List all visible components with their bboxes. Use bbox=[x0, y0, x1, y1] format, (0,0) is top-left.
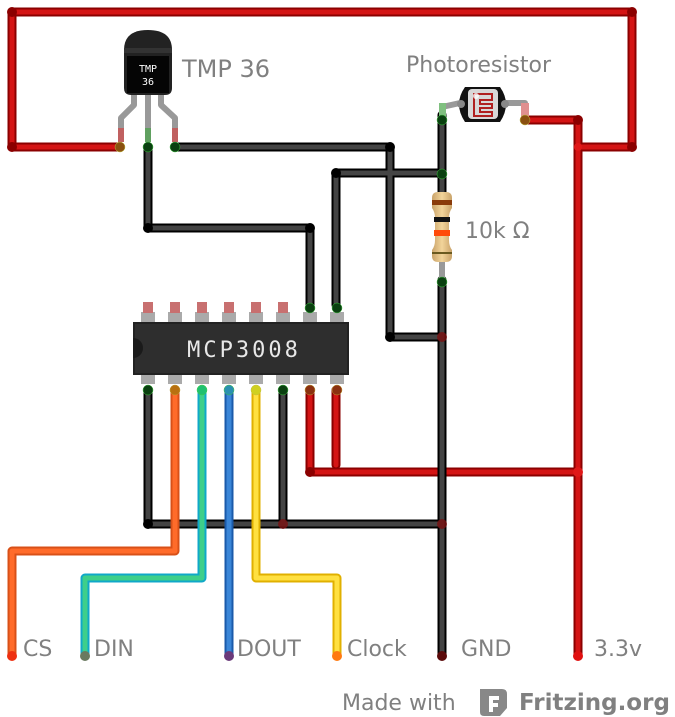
gnd-terminal[interactable] bbox=[437, 651, 447, 661]
photoresistor-pin-2 bbox=[519, 114, 531, 126]
tmp36-pin-out bbox=[142, 141, 154, 153]
cs-wire bbox=[7, 385, 180, 661]
resistor-band-1 bbox=[432, 200, 452, 205]
clock-wire bbox=[251, 385, 342, 661]
power-wires bbox=[7, 7, 637, 661]
chip-bottom-pins bbox=[141, 374, 344, 396]
gnd-label: GND bbox=[461, 637, 511, 662]
dout-terminal[interactable] bbox=[224, 651, 234, 661]
photoresistor-label: Photoresistor bbox=[406, 53, 552, 78]
vcc-terminal[interactable] bbox=[573, 651, 583, 661]
tmp36-pin-gnd bbox=[169, 141, 181, 153]
tmp36-sensor[interactable]: TMP 36 bbox=[114, 30, 181, 153]
resistor-pin-2 bbox=[436, 276, 448, 288]
resistor-pin-1 bbox=[436, 168, 448, 180]
tmp36-body-text-1: TMP bbox=[139, 64, 157, 75]
tmp36-label: TMP 36 bbox=[181, 55, 270, 83]
resistor-label: 10k Ω bbox=[465, 219, 530, 244]
resistor-10k[interactable] bbox=[432, 168, 452, 288]
fritzing-footer[interactable]: Made with Fritzing.org bbox=[342, 689, 670, 716]
ground-wires bbox=[143, 110, 447, 661]
fritzing-brand[interactable]: Fritzing.org bbox=[519, 690, 670, 716]
fritzing-logo-icon bbox=[480, 689, 507, 716]
tmp36-body-text-2: 36 bbox=[142, 77, 154, 88]
mcp3008-chip[interactable]: MCP3008 bbox=[133, 302, 349, 396]
made-with-text: Made with bbox=[342, 691, 456, 716]
mcp3008-label: MCP3008 bbox=[187, 338, 301, 363]
din-wire bbox=[80, 385, 207, 661]
chip-top-pins bbox=[141, 302, 344, 322]
photoresistor-pin-1 bbox=[436, 114, 448, 126]
dout-wire bbox=[224, 385, 234, 661]
dout-label: DOUT bbox=[237, 637, 301, 662]
resistor-band-4 bbox=[432, 252, 452, 254]
din-label: DIN bbox=[94, 637, 134, 662]
clock-terminal[interactable] bbox=[332, 651, 342, 661]
photoresistor[interactable] bbox=[436, 87, 531, 126]
tmp36-pin-vcc bbox=[114, 141, 126, 153]
terminal-labels: CS DIN DOUT Clock GND 3.3v bbox=[23, 637, 642, 662]
cs-label: CS bbox=[23, 637, 52, 662]
resistor-band-2 bbox=[434, 217, 450, 222]
vcc-label: 3.3v bbox=[594, 637, 642, 662]
cs-terminal[interactable] bbox=[7, 651, 17, 661]
din-terminal[interactable] bbox=[80, 651, 90, 661]
resistor-band-3 bbox=[434, 230, 450, 236]
clock-label: Clock bbox=[347, 637, 407, 662]
